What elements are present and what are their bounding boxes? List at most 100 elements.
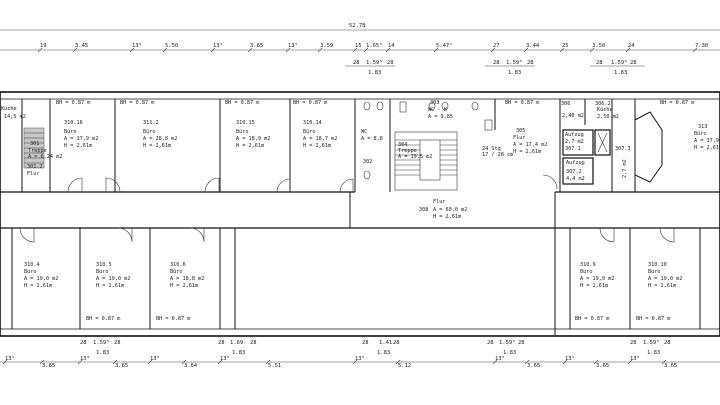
bottom-partitions: [11, 228, 701, 329]
opening-dimension: 1.69: [230, 340, 243, 346]
wc-fixtures: [363, 101, 493, 180]
opening-dimension: 1.83: [377, 350, 390, 356]
room-310-6-no: 310.6: [170, 262, 186, 268]
top-dimension: 14: [388, 43, 395, 49]
dimension-tick: [39, 359, 45, 365]
room-301-2-no: 301.2: [27, 164, 43, 170]
dimension-tick: [77, 359, 83, 365]
room-305-height: H = 2,61m: [513, 149, 541, 155]
room-306-2-area: 2,50 m2: [597, 114, 619, 120]
room-305-use: Flur: [513, 135, 526, 141]
room-310-14-height: H = 2,61m: [303, 143, 331, 149]
room-310-14-no: 310.14: [303, 120, 322, 126]
room-307-3-no: 307.3: [615, 146, 631, 152]
top-dimension: 3.59: [320, 43, 333, 49]
top-dimension: 7.30: [695, 43, 708, 49]
room-310-10-area: A = 19,0 m2: [648, 276, 682, 282]
bottom-dimension: 13⁵: [630, 355, 640, 362]
room-310-16-area: A = 17,9 m2: [64, 136, 98, 142]
elevators: [562, 129, 611, 185]
room-310-16-height: H = 2,61m: [64, 143, 92, 149]
bay-window-313: [634, 111, 663, 183]
dimension-tick: [210, 47, 216, 53]
room-301-no: 301: [30, 141, 39, 147]
opening-dimension: 1.59⁵: [611, 59, 628, 66]
room-308-use: Flur: [433, 199, 446, 205]
top-dimension: 5.47⁵: [436, 42, 453, 49]
room-kuche-use: Küche: [1, 106, 17, 112]
bottom-dimension: 3.65: [596, 363, 609, 369]
room-304-no: 304: [398, 142, 407, 148]
room-307-2-use: Aufzug: [566, 160, 585, 166]
opening-dimension: 1.83: [96, 350, 109, 356]
bottom-dimension: 3.65: [527, 363, 540, 369]
sill-tag: BH = 0.87 m: [156, 316, 190, 322]
room-310-4-area: A = 19,0 m2: [24, 276, 58, 282]
dimension-tick: [627, 359, 633, 365]
dimension-tick: [2, 359, 8, 365]
dimension-tick: [492, 359, 498, 365]
opening-dimension: 1.41: [379, 340, 392, 346]
room-306-2-no: 306.2: [595, 101, 611, 107]
opening-dimension: 28: [664, 340, 671, 346]
room-310-6-use: Büro: [170, 269, 183, 275]
opening-dimension: 28: [114, 340, 121, 346]
opening-dimension: 1.83: [647, 350, 660, 356]
sill-tags: BH = 0.87 m BH = 0.87 m BH = 0.87 m BH =…: [56, 100, 694, 322]
room-310-4-use: Büro: [24, 269, 37, 275]
top-dimension: 13⁵: [132, 42, 142, 49]
dimension-tick: [147, 359, 153, 365]
room-310-16-use: Büro: [64, 129, 77, 135]
opening-dimension: 1.83: [614, 70, 627, 76]
room-310-9-height: H = 2,61m: [580, 283, 608, 289]
room-kuche-area: 14,5 m2: [4, 114, 26, 120]
room-311-2-no: 311.2: [143, 120, 159, 126]
top-dimension: 5.50: [165, 43, 178, 49]
opening-dimension: 28: [527, 60, 534, 66]
room-310-5-area: A = 19,0 m2: [96, 276, 130, 282]
dimension-tick: [265, 359, 271, 365]
bottom-dimension: 3.64: [184, 363, 198, 369]
opening-dimension: 28: [393, 340, 400, 346]
room-wc-use: WC: [361, 129, 367, 135]
bottom-dimension: 3.65: [664, 363, 677, 369]
dimension-tick: [559, 47, 565, 53]
dimension-tick: [112, 359, 118, 365]
sill-tag: BH = 0.87 m: [660, 100, 694, 106]
dimension-tick: [129, 47, 135, 53]
room-311-2-use: Büro: [143, 129, 156, 135]
room-304-area: A = 19,5 m2: [398, 154, 432, 160]
opening-dimension: 1.59⁵: [366, 59, 383, 66]
room-307-2-no: 307.2: [566, 169, 582, 175]
room-308-area: A = 60,0 m2: [433, 207, 467, 213]
stair-304: [394, 131, 458, 191]
room-305-area: A = 17,4 m2: [513, 142, 547, 148]
room-313-use: Büro: [694, 131, 707, 137]
room-labels: Küche 14,5 m2 301 Treppe A = 6,24 m2 301…: [1, 100, 719, 289]
top-dimension: 3.50: [592, 43, 605, 49]
bottom-dimension: 13⁵: [5, 355, 15, 362]
room-310-15-use: Büro: [236, 129, 249, 135]
room-310-9-use: Büro: [580, 269, 593, 275]
dimension-tick: [363, 47, 369, 53]
sill-tag: BH = 0.87 m: [505, 100, 539, 106]
top-dimension: 3.44: [526, 43, 540, 49]
bottom-dimension: 13⁵: [150, 355, 160, 362]
room-310-6-area: A = 18,8 m2: [170, 276, 204, 282]
room-306-area: 2,40 m2: [562, 113, 584, 119]
top-dimension: 13⁵: [213, 42, 223, 49]
room-311-2-area: A = 28,8 m2: [143, 136, 177, 142]
room-301-2-use: Flur: [27, 171, 40, 177]
room-305-no: 305: [516, 128, 525, 134]
dimension-tick: [285, 47, 291, 53]
opening-dimension: 28: [362, 340, 369, 346]
room-301-area: A = 6,24 m2: [28, 154, 62, 160]
room-307-1-no: 307.1: [565, 146, 581, 152]
dimension-tick: [317, 47, 323, 53]
opening-dimension: 28: [80, 340, 87, 346]
top-dimension: 13⁵: [288, 42, 298, 49]
